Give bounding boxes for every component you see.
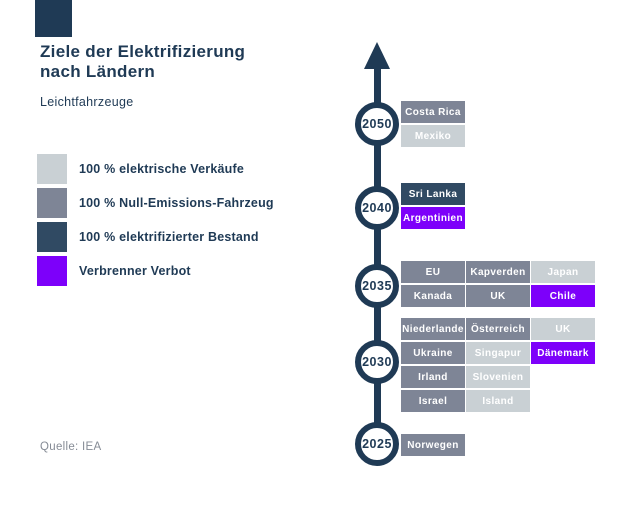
year-label: 2035: [362, 279, 392, 293]
country-box-uk-2035: UK: [466, 285, 530, 307]
year-label: 2050: [362, 117, 392, 131]
country-box-norwegen: Norwegen: [401, 434, 465, 456]
country-box-mexiko: Mexiko: [401, 125, 465, 147]
country-box-oesterreich: Österreich: [466, 318, 530, 340]
page-subtitle: Leichtfahrzeuge: [40, 95, 134, 109]
page-title: Ziele der Elektrifizierung nach Ländern: [40, 42, 246, 81]
year-label: 2025: [362, 437, 392, 451]
legend-swatch-zero-emission: [37, 188, 67, 218]
country-box-daenemark: Dänemark: [531, 342, 595, 364]
country-box-japan: Japan: [531, 261, 595, 283]
country-box-chile: Chile: [531, 285, 595, 307]
country-box-island: Island: [466, 390, 530, 412]
year-label: 2030: [362, 355, 392, 369]
timeline-node-2025: 2025: [355, 422, 399, 466]
legend-swatch-sales: [37, 154, 67, 184]
timeline-node-2040: 2040: [355, 186, 399, 230]
country-box-costa-rica: Costa Rica: [401, 101, 465, 123]
country-box-israel: Israel: [401, 390, 465, 412]
brand-corner-square: [35, 0, 72, 37]
country-box-argentinien: Argentinien: [401, 207, 465, 229]
legend-label: 100 % Null-Emissions-Fahrzeug: [79, 196, 274, 210]
country-box-singapur: Singapur: [466, 342, 530, 364]
country-box-uk-2030: UK: [531, 318, 595, 340]
year-label: 2040: [362, 201, 392, 215]
source-note: Quelle: IEA: [40, 441, 102, 453]
timeline-node-2050: 2050: [355, 102, 399, 146]
legend-item-zero-emission: 100 % Null-Emissions-Fahrzeug: [37, 188, 274, 218]
country-box-sri-lanka: Sri Lanka: [401, 183, 465, 205]
country-box-eu: EU: [401, 261, 465, 283]
legend-item-electrified-stock: 100 % elektrifizierter Bestand: [37, 222, 274, 252]
timeline-node-2035: 2035: [355, 264, 399, 308]
legend-item-combustion-ban: Verbrenner Verbot: [37, 256, 274, 286]
legend: 100 % elektrische Verkäufe 100 % Null-Em…: [37, 154, 274, 290]
country-box-niederlande: Niederlande: [401, 318, 465, 340]
timeline-node-2030: 2030: [355, 340, 399, 384]
country-box-ukraine: Ukraine: [401, 342, 465, 364]
country-box-kanada: Kanada: [401, 285, 465, 307]
legend-label: Verbrenner Verbot: [79, 264, 191, 278]
timeline-axis: [374, 62, 381, 465]
legend-label: 100 % elektrifizierter Bestand: [79, 230, 259, 244]
legend-swatch-ban: [37, 256, 67, 286]
country-box-irland: Irland: [401, 366, 465, 388]
country-box-kapverden: Kapverden: [466, 261, 530, 283]
legend-item-electric-sales: 100 % elektrische Verkäufe: [37, 154, 274, 184]
legend-swatch-stock: [37, 222, 67, 252]
country-box-slovenien: Slovenien: [466, 366, 530, 388]
legend-label: 100 % elektrische Verkäufe: [79, 162, 245, 176]
